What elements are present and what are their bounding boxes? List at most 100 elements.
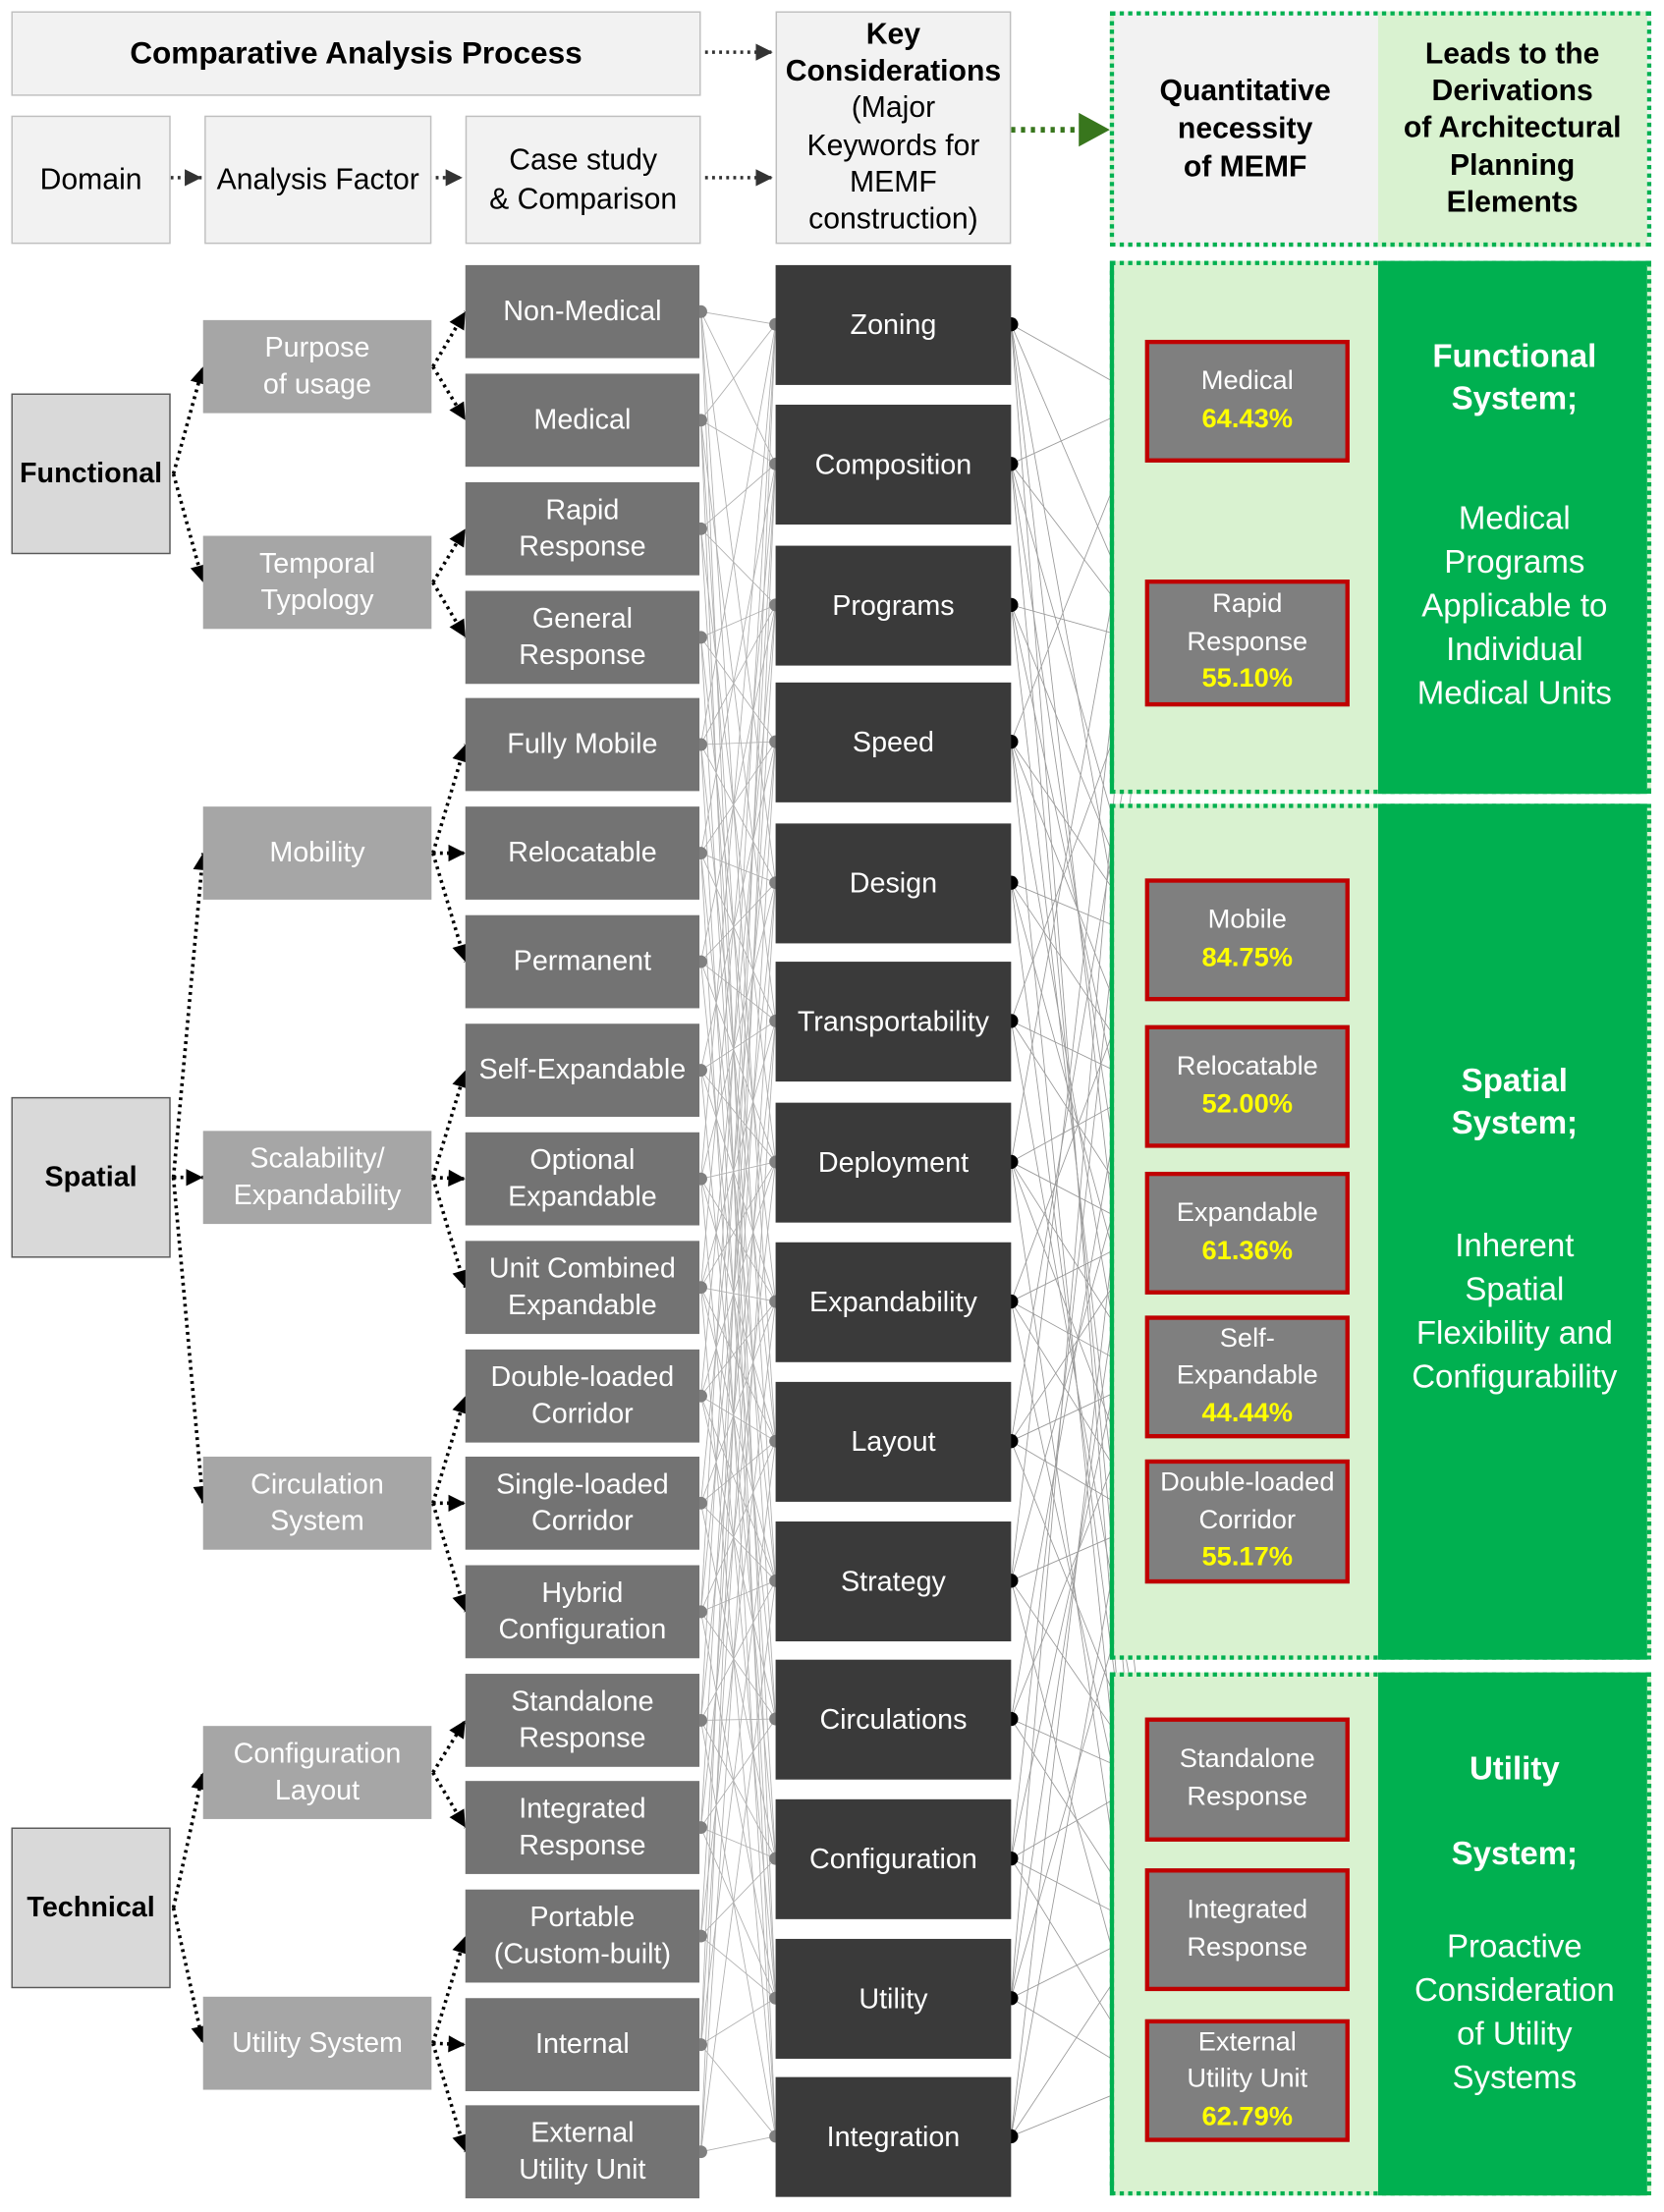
green-arrowhead-icon [1079, 112, 1110, 147]
arrowhead-icon [445, 169, 463, 187]
connector-line [700, 604, 776, 746]
connector-line [700, 1300, 776, 1504]
connector-line [700, 464, 777, 854]
connector-line [700, 419, 776, 465]
connector-line [700, 744, 776, 883]
connector-line [700, 1857, 776, 1937]
arrowhead-icon [190, 564, 207, 582]
dotted-arrow-line [431, 853, 468, 963]
necessity-external-utility-unit: External Utility Unit 62.79% [1144, 2018, 1350, 2142]
necessity-percent: 62.79% [1201, 2102, 1294, 2132]
connector-line [700, 1441, 777, 2045]
connector-line [700, 324, 777, 1180]
dotted-arrow-line [431, 1395, 468, 1504]
connector-line [700, 1021, 776, 1071]
connector-line [700, 1161, 777, 1828]
dotted-arrow-line [431, 744, 468, 855]
connector-line [700, 1070, 776, 1163]
connector-line [700, 1580, 776, 1721]
necessity-label: Medical [1200, 366, 1294, 397]
necessity-label: Integrated Response [1187, 1895, 1308, 1963]
connector-line [700, 741, 776, 854]
subfactor-hybrid-configuration: Hybrid Configuration [465, 1565, 700, 1659]
connector-line [700, 1021, 777, 2152]
keyword-configuration: Configuration [775, 1798, 1012, 1919]
arrowhead-icon [452, 1070, 470, 1089]
system-desc-0: Medical Programs Applicable to Individua… [1416, 499, 1612, 711]
keyword-zoning: Zoning [775, 264, 1012, 385]
keyword-programs: Programs [775, 545, 1012, 666]
dotted-arrow-line [431, 1935, 468, 2044]
connector-line [700, 1301, 777, 1937]
connector-line [700, 324, 777, 1612]
connector-line [700, 324, 777, 746]
arrowhead-icon [449, 311, 466, 331]
necessity-relocatable: Relocatable 52.00% [1144, 1024, 1350, 1148]
connector-line [700, 882, 776, 963]
subfactor-general-response: General Response [465, 590, 700, 685]
domain-header: Domain [11, 115, 171, 245]
necessity-percent: 55.10% [1201, 664, 1294, 694]
key-considerations-header: Key Considerations (Major Keywords for M… [775, 11, 1012, 245]
keyword-layout: Layout [775, 1381, 1012, 1502]
domain-spatial: Spatial [11, 1096, 171, 1258]
subfactor-unit-combined-expandable: Unit Combined Expandable [465, 1241, 700, 1335]
connector-line [700, 464, 777, 1721]
necessity-percent: 44.44% [1201, 1398, 1294, 1428]
connector-line [700, 1287, 776, 1581]
keyword-circulations: Circulations [775, 1659, 1012, 1780]
necessity-label: Relocatable [1176, 1051, 1318, 1081]
process-header: Comparative Analysis Process [11, 11, 701, 96]
connector-line [700, 604, 777, 963]
connector-line [700, 1611, 777, 1999]
dotted-arrow-line [431, 1502, 468, 1613]
factor-circulation-system: Circulation System [202, 1456, 432, 1550]
dotted-arrow-line [171, 853, 205, 1178]
arrowhead-icon [448, 1494, 466, 1512]
leads-header: Leads to the Derivations of Architectura… [1403, 37, 1622, 219]
connector-line [700, 741, 776, 746]
arrowhead-icon [449, 1720, 466, 1740]
connector-line [700, 1287, 777, 2136]
dotted-arrow-line [171, 472, 205, 583]
necessity-label: Standalone Response [1179, 1744, 1315, 1812]
connector-line [700, 2044, 776, 2137]
domain-technical: Technical [11, 1827, 171, 1989]
connector-line [700, 1997, 776, 2045]
connector-line [700, 463, 776, 529]
dotted-arrow-line [171, 1177, 205, 1504]
arrowhead-icon [449, 1808, 466, 1828]
subfactor-double-loaded-corridor: Double-loaded Corridor [465, 1349, 700, 1443]
subfactor-single-loaded-corridor: Single-loaded Corridor [465, 1456, 700, 1550]
necessity-label: Mobile [1207, 905, 1287, 935]
necessity-label: Double-loaded Corridor [1160, 1467, 1335, 1535]
factor-temporal-typology: Temporal Typology [202, 535, 432, 630]
domain-functional: Functional [11, 393, 171, 555]
subfactor-optional-expandable: Optional Expandable [465, 1132, 700, 1226]
factor-purpose-of-usage: Purpose of usage [202, 319, 432, 414]
connector-line [700, 604, 777, 1828]
arrowhead-icon [755, 169, 773, 187]
necessity-standalone-response: Standalone Response [1144, 1717, 1350, 1842]
connector-line [700, 636, 776, 743]
arrowhead-icon [448, 2035, 466, 2053]
keyword-composition: Composition [775, 405, 1012, 525]
connector-line [700, 1827, 776, 1999]
system-title-2: Utility System; [1451, 1749, 1579, 1871]
connector-line [700, 882, 777, 2045]
connector-line [700, 1720, 777, 2137]
arrowhead-icon [452, 1592, 470, 1612]
connector-line [700, 324, 777, 2045]
keyword-utility: Utility [775, 1938, 1012, 2059]
subfactor-rapid-response: Rapid Response [465, 481, 700, 576]
necessity-label: External Utility Unit [1187, 2026, 1308, 2095]
dotted-arrow-line [171, 1772, 205, 1908]
necessity-percent: 52.00% [1201, 1089, 1294, 1120]
subfactor-permanent: Permanent [465, 914, 700, 1009]
necessity-label: Expandable [1176, 1198, 1318, 1229]
arrowhead-icon [452, 2132, 470, 2152]
